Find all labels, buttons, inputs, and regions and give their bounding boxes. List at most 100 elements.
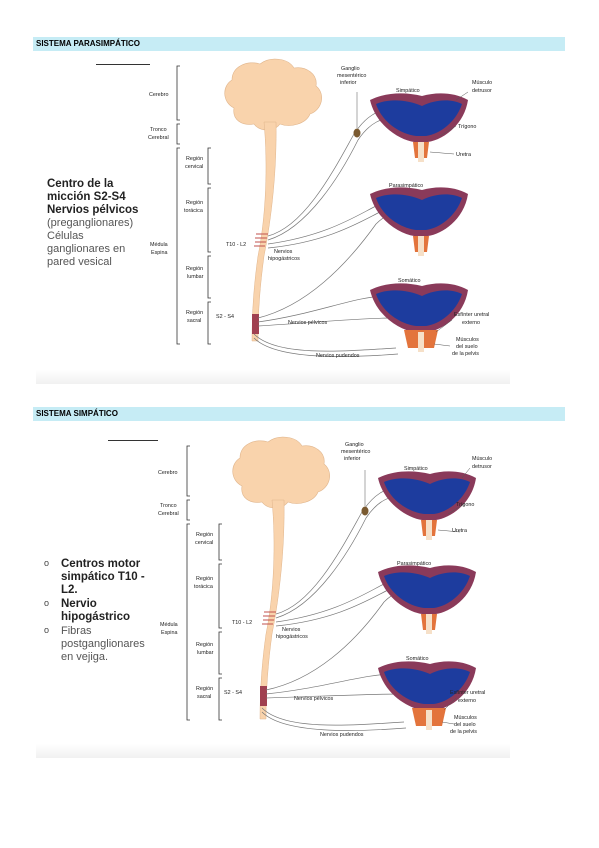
- text-line: ganglionares en: [47, 243, 126, 255]
- label-trigono: Trígono: [458, 124, 476, 130]
- label-inferior: inferior: [340, 80, 357, 86]
- label-externo: externo: [458, 698, 476, 704]
- divider-line: [108, 440, 158, 441]
- text-line: hipogástrico: [61, 611, 131, 623]
- list-item: Centros motor simpático T10 - L2.: [44, 558, 145, 597]
- label-cervical: cervical: [195, 540, 213, 546]
- brain-shape: [232, 436, 330, 509]
- text-line: (preganglionares): [47, 217, 134, 229]
- figure-parasimpatico: Cerebro Tronco Cerebral Médula Espina Re…: [36, 56, 510, 384]
- label-mesenterico: mesentérico: [341, 449, 370, 455]
- label-externo: externo: [462, 320, 480, 326]
- text-line: simpático T10 -: [61, 571, 145, 583]
- bladder-parasimpatico: [370, 187, 468, 256]
- label-simpatico-bladder: Simpático: [396, 88, 420, 94]
- label-detrusor: detrusor: [472, 464, 492, 470]
- text-line: Nervio: [61, 598, 97, 610]
- label-s2-s4: S2 - S4: [216, 314, 234, 320]
- figure-shadow: [36, 370, 510, 384]
- bladder-somatico: [378, 661, 476, 730]
- label-musculo: Músculo: [472, 80, 492, 86]
- label-lumbar: lumbar: [187, 274, 204, 280]
- text-line: Fibras: [61, 625, 92, 637]
- label-de-la-pelvis: de la pelvis: [452, 351, 479, 357]
- text-line: pared vesical: [47, 256, 112, 268]
- label-nervios-pelvicos: Nervios pélvicos: [294, 696, 334, 702]
- label-tronco: Tronco: [160, 503, 177, 509]
- label-parasimpatico-bladder: Parasimpático: [389, 183, 423, 189]
- label-medula: Médula: [150, 242, 168, 248]
- label-de-la-pelvis: de la pelvis: [450, 729, 477, 735]
- label-lumbar: lumbar: [197, 650, 214, 656]
- label-hipogastricos: hipogástricos: [276, 634, 308, 640]
- label-region-cervical: Región: [186, 156, 203, 162]
- label-ganglio: Ganglio: [341, 66, 360, 72]
- label-espina: Espina: [151, 250, 167, 256]
- label-toracica: torácica: [184, 208, 203, 214]
- text-line: micción S2-S4: [47, 191, 126, 203]
- label-nervios-hipo: Nervios: [282, 627, 301, 633]
- label-region-cervical: Región: [196, 532, 213, 538]
- label-nervios-pelvicos: Nervios pélvicos: [288, 320, 328, 326]
- spinal-cord: [259, 499, 285, 720]
- label-cerebral: Cerebral: [148, 135, 169, 141]
- text-block-parasimpatico: Centro de la micción S2-S4 Nervios pélvi…: [47, 178, 138, 269]
- label-region-toracica: Región: [186, 200, 203, 206]
- label-region-sacral: Región: [196, 686, 213, 692]
- text-line: en vejiga.: [61, 651, 109, 663]
- label-somatico-bladder: Somático: [406, 656, 428, 662]
- text-line: postganglionares: [61, 638, 145, 650]
- text-line: Centro de la: [47, 178, 114, 190]
- section-header-simpatico: SISTEMA SIMPÁTICO: [33, 407, 565, 421]
- text-line: Centros motor: [61, 558, 141, 570]
- label-esfinter: Esfínter uretral: [450, 690, 485, 696]
- sacral-segment: [252, 314, 259, 334]
- label-tronco: Tronco: [150, 127, 167, 133]
- label-t10-l2: T10 - L2: [226, 242, 246, 248]
- label-region-lumbar: Región: [196, 642, 213, 648]
- label-musculos: Músculos: [454, 715, 477, 721]
- micturition-pathway-diagram: Cerebro Tronco Cerebral Médula Espina Re…: [148, 58, 492, 359]
- label-trigono: Trígono: [456, 502, 474, 508]
- label-musculos: Músculos: [456, 337, 479, 343]
- text-line: L2.: [61, 584, 78, 596]
- label-region-lumbar: Región: [186, 266, 203, 272]
- label-hipogastricos: hipogástricos: [268, 256, 300, 262]
- label-nervios-pudendos: Nervios pudendos: [320, 732, 364, 738]
- label-cerebral: Cerebral: [158, 511, 179, 517]
- bladder-simpatico: [378, 471, 476, 540]
- label-medula: Médula: [160, 622, 178, 628]
- label-simpatico-bladder: Simpático: [404, 466, 428, 472]
- bladder-simpatico: [370, 93, 468, 162]
- label-uretra: Uretra: [456, 152, 471, 158]
- label-t10-l2: T10 - L2: [232, 620, 252, 626]
- label-parasimpatico-bladder: Parasimpático: [397, 561, 431, 567]
- label-del-suelo: del suelo: [456, 344, 478, 350]
- label-musculo: Músculo: [472, 456, 492, 462]
- label-cervical: cervical: [185, 164, 203, 170]
- brain-shape: [224, 58, 322, 131]
- label-sacral: sacral: [197, 694, 211, 700]
- list-item: Nervio hipogástrico: [44, 598, 145, 624]
- label-espina: Espina: [161, 630, 177, 636]
- label-somatico-bladder: Somático: [398, 278, 420, 284]
- label-s2-s4: S2 - S4: [224, 690, 242, 696]
- label-nervios-hipo: Nervios: [274, 249, 293, 255]
- label-ganglio: Ganglio: [345, 442, 364, 448]
- label-cerebro: Cerebro: [158, 470, 177, 476]
- divider-line: [96, 64, 150, 65]
- label-inferior: inferior: [344, 456, 361, 462]
- list-item: Fibras postganglionares en vejiga.: [44, 625, 145, 664]
- figure-shadow: [36, 744, 510, 758]
- label-del-suelo: del suelo: [454, 722, 476, 728]
- label-region-sacral: Región: [186, 310, 203, 316]
- text-line: Nervios pélvicos: [47, 204, 139, 216]
- bullet-list: Centros motor simpático T10 - L2. Nervio…: [44, 558, 145, 664]
- label-sacral: sacral: [187, 318, 201, 324]
- ganglion-node: [361, 506, 369, 516]
- section-header-parasimpatico: SISTEMA PARASIMPÁTICO: [33, 37, 565, 51]
- label-cerebro: Cerebro: [149, 92, 168, 98]
- label-nervios-pudendos: Nervios pudendos: [316, 353, 360, 359]
- label-detrusor: detrusor: [472, 88, 492, 94]
- label-toracica: torácica: [194, 584, 213, 590]
